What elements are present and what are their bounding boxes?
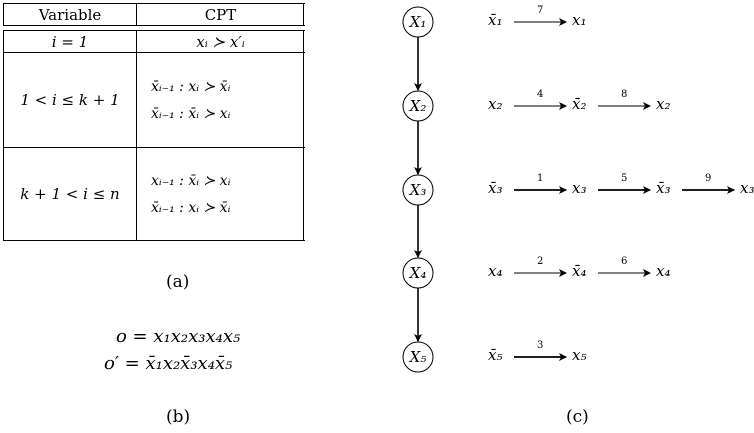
table-border-left-header	[3, 3, 5, 26]
cpt-table: Variable CPT i = 1 xᵢ ≻ x′ᵢ 1 < i ≤ k + …	[3, 3, 305, 242]
table-border-left	[3, 30, 5, 241]
table-border-right-header	[303, 3, 305, 26]
flip-value-row5-2: x₅	[572, 346, 587, 364]
row2-cpt-line2: x̄ᵢ₋₁ : x̄ᵢ ≻ xᵢ	[151, 106, 231, 122]
outcome-o-prime: o′ = x̄₁x₂x̄₃x₄x̄₅	[104, 353, 233, 374]
table-divider-header	[136, 3, 138, 26]
row2-variable: 1 < i ≤ k + 1	[20, 91, 120, 109]
flip-value-row3-2: x₃	[572, 179, 587, 197]
node-x4	[402, 257, 434, 289]
outcome-o: o = x₁x₂x₃x₄x₅	[116, 326, 241, 347]
flip-step-number-8: 8	[621, 89, 628, 100]
table-row2-rule	[3, 147, 305, 149]
row1-variable: i = 1	[51, 32, 89, 51]
flip-value-row3-3: x̄₃	[656, 179, 671, 197]
flip-value-row2-3: x₂	[656, 95, 671, 113]
flip-step-number-9: 9	[705, 173, 712, 184]
node-label-x4: X₄	[409, 264, 427, 282]
table-border-right	[303, 30, 305, 241]
flip-value-row4-1: x₄	[488, 262, 503, 280]
flip-value-row2-1: x₂	[488, 95, 503, 113]
flip-step-number-4: 4	[537, 89, 544, 100]
flip-step-number-7: 7	[537, 5, 544, 16]
flip-value-row1-2: x₁	[572, 11, 587, 29]
table-border-bottom	[3, 240, 305, 242]
table-border-top	[3, 3, 305, 5]
node-x5	[402, 341, 434, 373]
caption-b: (b)	[166, 407, 191, 427]
table-header-double-rule	[3, 30, 305, 32]
table-header-rule	[3, 25, 305, 27]
node-x3	[402, 174, 434, 206]
flip-step-number-5: 5	[621, 173, 628, 184]
row3-variable: k + 1 < i ≤ n	[20, 185, 120, 203]
flip-value-row2-2: x̄₂	[572, 95, 587, 113]
row2-cpt-line1: x̄ᵢ₋₁ : xᵢ ≻ x̄ᵢ	[151, 79, 231, 95]
flip-step-number-6: 6	[621, 256, 628, 267]
node-label-x1: X₁	[409, 13, 427, 31]
node-label-x2: X₂	[409, 97, 427, 115]
flip-value-row5-1: x̄₅	[488, 346, 503, 364]
caption-c: (c)	[566, 407, 589, 427]
table-row1-rule	[3, 52, 305, 54]
header-variable: Variable	[38, 5, 102, 24]
row3-cpt-line1: xᵢ₋₁ : x̄ᵢ ≻ xᵢ	[151, 173, 231, 189]
node-label-x3: X₃	[409, 181, 427, 199]
node-x1	[402, 6, 434, 38]
flip-value-row3-4: x₃	[740, 179, 754, 197]
flip-step-number-2: 2	[537, 256, 544, 267]
table-divider	[136, 30, 138, 241]
node-x2	[402, 90, 434, 122]
row1-cpt: xᵢ ≻ x′ᵢ	[196, 32, 245, 51]
flip-step-number-3: 3	[537, 340, 544, 351]
node-label-x5: X₅	[409, 348, 427, 366]
flip-value-row1-1: x̄₁	[488, 11, 503, 29]
flip-value-row3-1: x̄₃	[488, 179, 503, 197]
flip-value-row4-3: x₄	[656, 262, 671, 280]
flip-step-number-1: 1	[537, 173, 544, 184]
row3-cpt-line2: x̄ᵢ₋₁ : xᵢ ≻ x̄ᵢ	[151, 200, 231, 216]
flip-value-row4-2: x̄₄	[572, 262, 587, 280]
caption-a: (a)	[166, 272, 190, 292]
header-cpt: CPT	[204, 5, 237, 24]
